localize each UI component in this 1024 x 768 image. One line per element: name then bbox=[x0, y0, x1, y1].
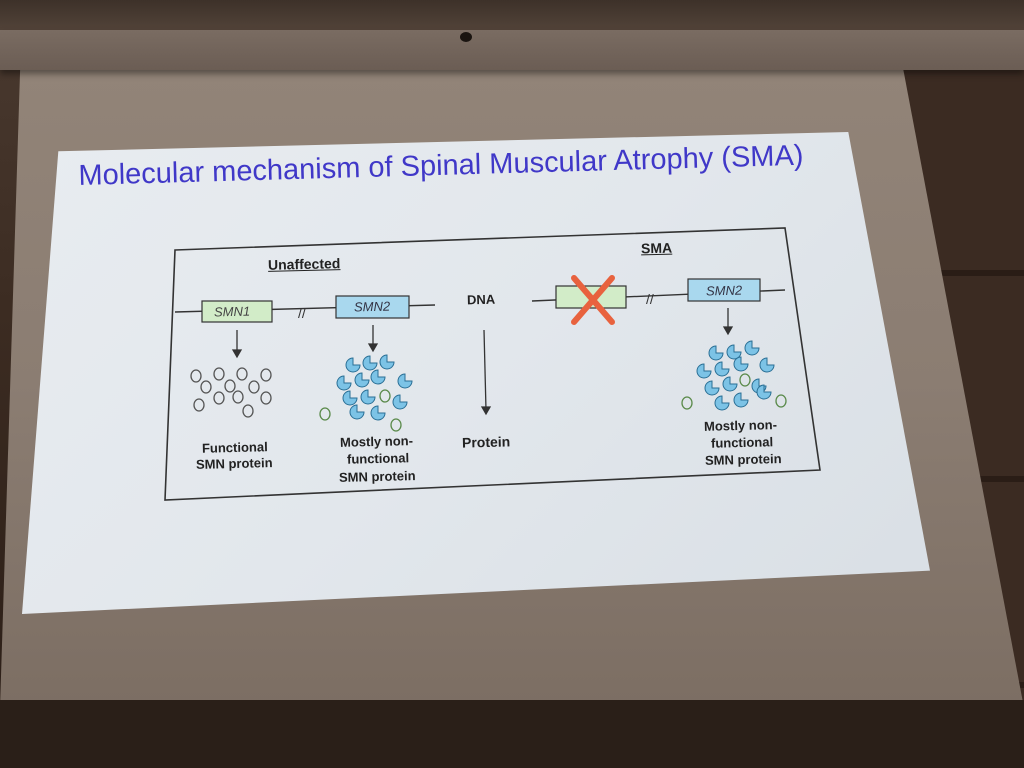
figure-frame bbox=[164, 227, 821, 501]
nonfunctional-right-line1: Mostly non- bbox=[703, 417, 778, 434]
ceiling-camera bbox=[460, 32, 472, 42]
heading-sma: SMA bbox=[640, 239, 673, 257]
nonfunctional-right-line3: SMN protein bbox=[704, 451, 782, 468]
smn2-gene-box-right bbox=[687, 278, 761, 302]
protein-label: Protein bbox=[461, 433, 511, 451]
deletion-cross-icon bbox=[571, 275, 615, 325]
nonfunctional-left-line3: SMN protein bbox=[338, 468, 416, 485]
arrowhead-smn2-left bbox=[367, 343, 379, 353]
dna-label: DNA bbox=[466, 291, 496, 308]
functional-caption-line1: Functional bbox=[201, 439, 268, 456]
functional-protein-few-right bbox=[681, 373, 787, 410]
break-mark-left: // bbox=[298, 305, 306, 321]
arrowhead-dna-protein bbox=[480, 406, 492, 416]
functional-caption-line2: SMN protein bbox=[195, 455, 273, 472]
nonfunctional-left-line2: functional bbox=[346, 450, 410, 467]
floor-shadow bbox=[0, 700, 1024, 768]
heading-unaffected: Unaffected bbox=[267, 255, 341, 273]
smn2-label-right: SMN2 bbox=[705, 282, 743, 299]
smn1-gene-box bbox=[201, 300, 273, 323]
functional-protein-few-left bbox=[319, 389, 402, 432]
arrowhead-smn1 bbox=[231, 349, 243, 359]
nonfunctional-protein-cluster-left bbox=[336, 354, 413, 421]
functional-protein-cluster bbox=[190, 367, 272, 418]
nonfunctional-protein-cluster-right bbox=[696, 340, 775, 411]
smn1-label: SMN1 bbox=[213, 303, 251, 320]
projected-slide bbox=[22, 132, 930, 614]
nonfunctional-right-line2: functional bbox=[710, 434, 774, 451]
nonfunctional-left-line1: Mostly non- bbox=[339, 433, 414, 450]
smn2-label-left: SMN2 bbox=[353, 298, 391, 315]
smn2-gene-box-left bbox=[335, 295, 410, 319]
arrowhead-smn2-right bbox=[722, 326, 734, 336]
break-mark-right: // bbox=[646, 291, 654, 307]
arrow-dna-protein bbox=[483, 329, 487, 411]
screen-housing bbox=[0, 30, 1024, 70]
